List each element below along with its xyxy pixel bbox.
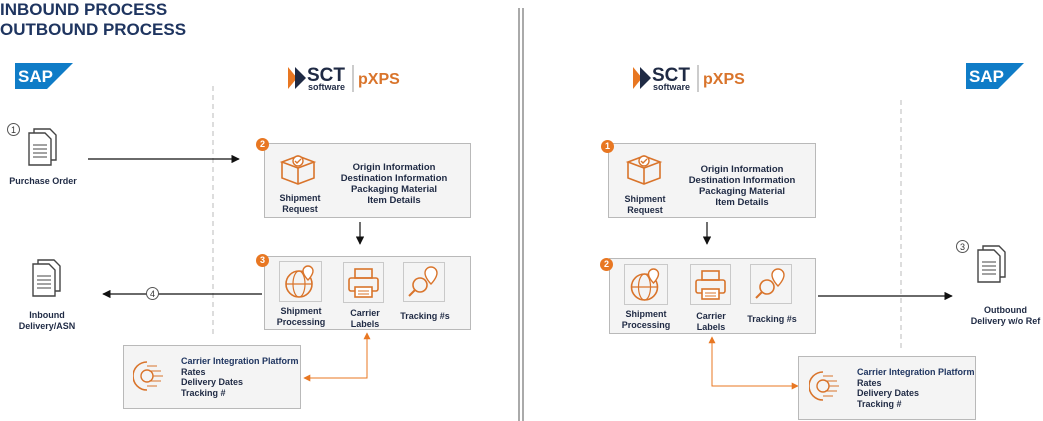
origin-info: Origin Information (352, 162, 436, 173)
inbound-step-1: 1 (7, 123, 20, 136)
origin-info: Origin Information (700, 164, 784, 175)
inbound-delivery-document-icon (30, 258, 64, 302)
outbound-request-info: Origin Information Destination Informati… (672, 164, 812, 208)
outbound-sap-logo: SAP (966, 63, 1024, 89)
purchase-order-document-icon (26, 127, 60, 171)
svg-text:software: software (653, 82, 690, 92)
outbound-processing-badge: 2 (600, 258, 613, 271)
outbound-cip-connector (708, 336, 799, 390)
cip-rates: Rates (857, 377, 882, 388)
inbound-request-badge: 2 (256, 138, 269, 151)
item-details-info: Item Details (367, 195, 421, 206)
svg-text:SAP: SAP (969, 67, 1004, 86)
item-details-info: Item Details (715, 197, 769, 208)
box-package-icon (278, 152, 318, 192)
outbound-tracking-label: Tracking #s (747, 314, 797, 324)
cip-title: Carrier Integration Platform (181, 356, 299, 366)
outbound-cip-box (798, 356, 976, 420)
packaging-info: Packaging Material (350, 184, 438, 195)
cip-tracking: Tracking # (181, 387, 226, 398)
printer-icon (690, 264, 731, 305)
printer-icon (343, 262, 384, 303)
outbound-carrier-labels-label: Carrier Labels (696, 311, 726, 332)
inbound-shipment-processing-label: Shipment Processing (276, 306, 326, 327)
cip-title: Carrier Integration Platform (857, 367, 975, 377)
outbound-delivery-label: Outbound Delivery w/o Ref (970, 305, 1041, 326)
outbound-step-3: 3 (956, 240, 969, 253)
inbound-tracking-label: Tracking #s (400, 311, 450, 321)
svg-text:SCT: SCT (652, 65, 690, 86)
svg-text:software: software (308, 82, 345, 92)
outbound-shipment-processing-label: Shipment Processing (621, 309, 671, 330)
svg-text:pXPS: pXPS (358, 71, 400, 88)
inbound-cip-text: Carrier Integration Platform Rates Deliv… (181, 356, 299, 398)
globe-location-icon (279, 261, 322, 302)
outbound-sct-logo: SCT software pXPS (629, 62, 759, 98)
cip-delivery-dates: Delivery Dates (857, 388, 920, 398)
outbound-shipment-request-label: Shipment Request (624, 194, 666, 215)
inbound-title: INBOUND PROCESS (0, 0, 168, 19)
outbound-title: OUTBOUND PROCESS (0, 20, 187, 39)
inbound-request-info: Origin Information Destination Informati… (324, 162, 464, 206)
integration-chip-icon (132, 358, 167, 398)
cip-rates: Rates (181, 366, 206, 377)
svg-text:SAP: SAP (18, 67, 53, 86)
outbound-request-badge: 1 (601, 140, 614, 153)
svg-text:pXPS: pXPS (703, 71, 745, 88)
purchase-order-label: Purchase Order (9, 176, 77, 186)
outbound-delivery-document-icon (975, 244, 1009, 288)
inbound-sap-logo: SAP (15, 63, 73, 89)
packaging-info: Packaging Material (698, 186, 786, 197)
cip-tracking: Tracking # (857, 398, 902, 409)
outbound-cip-text: Carrier Integration Platform Rates Deliv… (857, 367, 975, 409)
box-package-icon (624, 152, 664, 192)
tracking-search-icon (403, 262, 445, 302)
cip-delivery-dates: Delivery Dates (181, 377, 244, 387)
inbound-carrier-labels-label: Carrier Labels (350, 308, 380, 329)
globe-location-icon (624, 264, 668, 305)
inbound-step-4: 4 (146, 287, 159, 300)
destination-info: Destination Information (688, 175, 796, 186)
svg-text:SCT: SCT (307, 65, 345, 86)
inbound-processing-badge: 3 (256, 254, 269, 267)
tracking-search-icon (750, 264, 792, 304)
destination-info: Destination Information (340, 173, 448, 184)
inbound-sct-logo: SCT software pXPS (284, 62, 414, 98)
integration-chip-icon (808, 368, 843, 408)
inbound-delivery-label: Inbound Delivery/ASN (18, 310, 76, 331)
inbound-cip-connector (303, 332, 371, 382)
inbound-shipment-request-label: Shipment Request (279, 193, 321, 214)
